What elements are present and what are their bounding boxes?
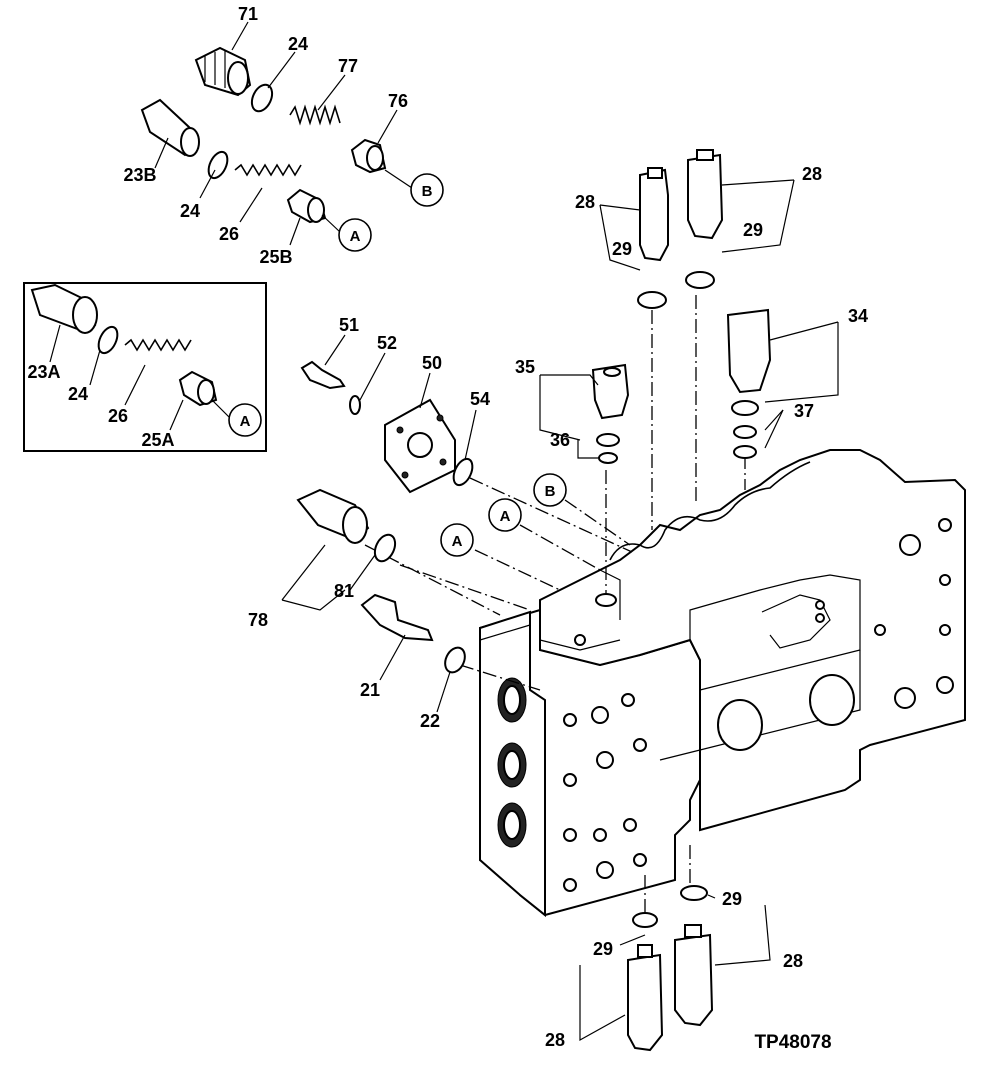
part-52-washer	[349, 395, 361, 415]
part-71-plug	[194, 46, 252, 97]
callout-29: 29	[722, 889, 742, 909]
callout-25b: 25B	[259, 247, 292, 267]
callout-22: 22	[420, 711, 440, 731]
part-78-valve	[296, 488, 370, 544]
part-29-oring-top-right	[685, 271, 715, 289]
reference-marker-a-inset: A	[228, 403, 262, 437]
part-25b-poppet	[286, 188, 327, 224]
part-36-orings	[596, 433, 620, 464]
marker-text: A	[350, 228, 361, 245]
reference-marker-a-top: A	[338, 218, 372, 252]
callout-29: 29	[593, 939, 613, 959]
callout-36: 36	[550, 430, 570, 450]
part-29-oring-top-left	[637, 291, 667, 309]
callout-21: 21	[360, 680, 380, 700]
callout-26: 26	[219, 224, 239, 244]
marker-text: A	[240, 413, 251, 430]
part-28-relief-valve-right	[687, 149, 724, 240]
marker-text: A	[452, 533, 463, 550]
part-34-plug	[726, 308, 772, 394]
valve-body	[479, 449, 966, 918]
callout-25a: 25A	[141, 430, 174, 450]
callout-50: 50	[422, 353, 442, 373]
callout-23a: 23A	[27, 362, 60, 382]
callout-26: 26	[108, 406, 128, 426]
reference-marker-b-body: B	[533, 473, 567, 507]
marker-text: B	[545, 483, 556, 500]
part-21-capscrew	[360, 593, 434, 642]
reference-marker-a-body2: A	[440, 523, 474, 557]
part-23b-plug	[140, 98, 200, 157]
part-54-oring	[452, 457, 474, 487]
part-24-oring-top	[250, 83, 274, 113]
inset-box	[23, 282, 267, 452]
callout-24: 24	[68, 384, 88, 404]
callout-28: 28	[575, 192, 595, 212]
callout-24: 24	[180, 201, 200, 221]
part-28-relief-valve-left	[639, 167, 669, 262]
part-81-oring	[373, 533, 397, 563]
part-28-relief-valve-bottom-right	[674, 924, 714, 1027]
callout-34: 34	[848, 306, 868, 326]
part-50-flange	[384, 398, 456, 494]
callout-76: 76	[388, 91, 408, 111]
assembly-lines	[364, 295, 746, 915]
callout-28: 28	[783, 951, 803, 971]
figure-code: TP48078	[754, 1032, 831, 1053]
part-29-oring-bottom-right	[680, 885, 708, 901]
part-28-relief-valve-bottom-left	[627, 944, 664, 1052]
callout-37: 37	[794, 401, 814, 421]
part-22-washer	[444, 646, 466, 674]
callout-54: 54	[470, 389, 490, 409]
callout-23b: 23B	[123, 165, 156, 185]
part-26-spring-top	[234, 163, 302, 177]
callout-77: 77	[338, 56, 358, 76]
callout-28: 28	[545, 1030, 565, 1050]
part-51-bolt	[300, 360, 346, 390]
part-37-orings	[731, 400, 759, 459]
callout-28: 28	[802, 164, 822, 184]
callout-35: 35	[515, 357, 535, 377]
marker-text: B	[422, 183, 433, 200]
reference-marker-a-body1: A	[488, 498, 522, 532]
reference-marker-b-top: B	[410, 173, 444, 207]
callout-52: 52	[377, 333, 397, 353]
part-24-oring-mid	[207, 150, 229, 180]
callout-24: 24	[288, 34, 308, 54]
part-35-plug	[591, 363, 630, 420]
leader-lines	[49, 21, 839, 1042]
callout-labels: 71 24 77 76 23B 24 26 25B 23A 24 26 25A …	[27, 4, 868, 1050]
callout-81: 81	[334, 581, 354, 601]
callout-71: 71	[238, 4, 258, 24]
part-76-poppet	[350, 138, 387, 174]
part-29-oring-bottom-left	[632, 912, 658, 928]
part-77-spring	[289, 104, 341, 126]
callout-78: 78	[248, 610, 268, 630]
callout-29: 29	[612, 239, 632, 259]
callout-51: 51	[339, 315, 359, 335]
callout-29: 29	[743, 220, 763, 240]
marker-text: A	[500, 508, 511, 525]
